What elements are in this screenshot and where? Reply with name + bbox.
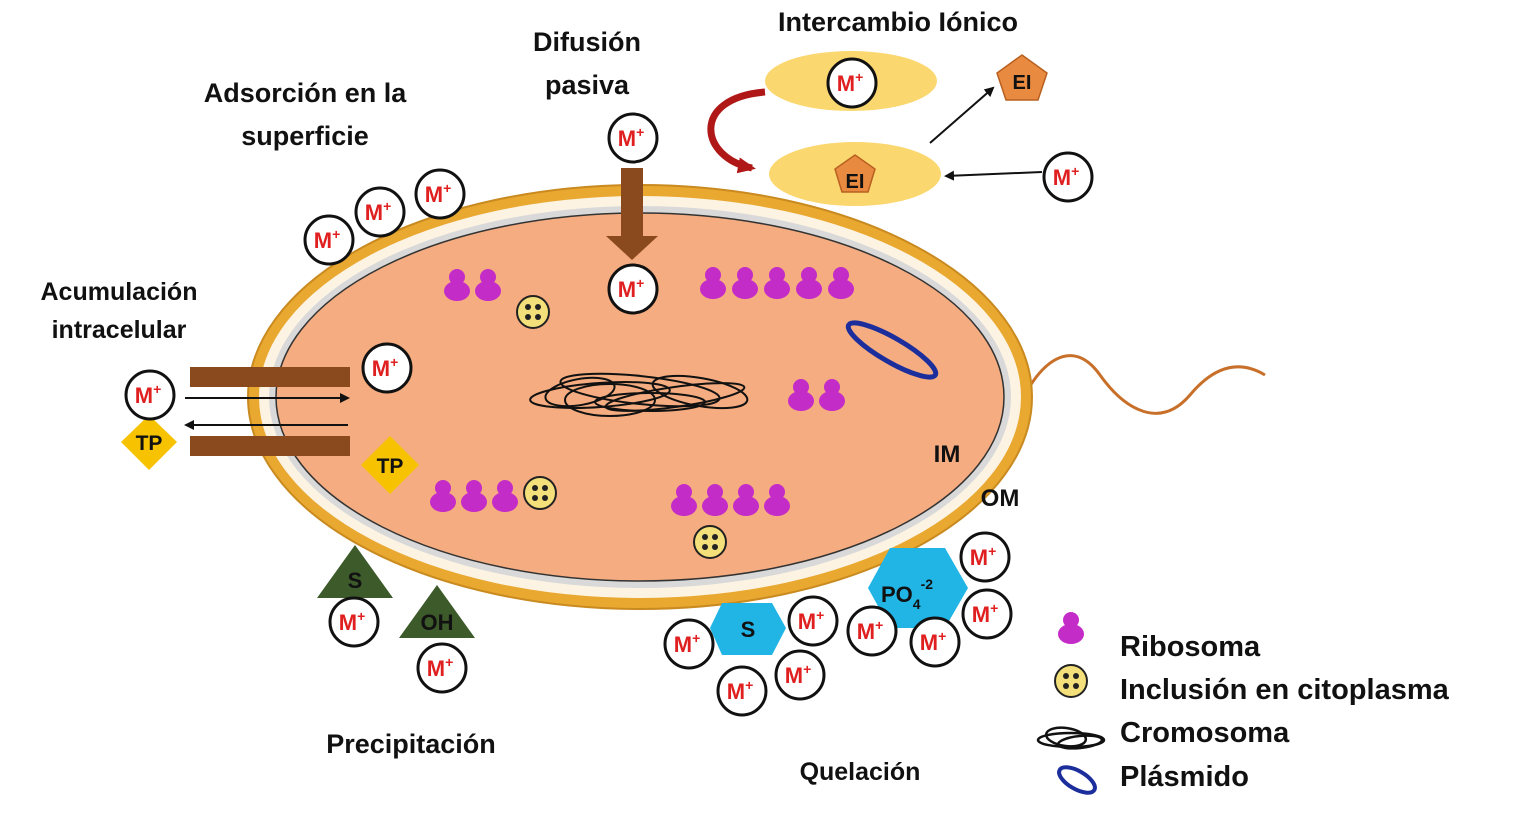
s-label: S [348,568,363,593]
legend-chromosome-label: Cromosoma [1120,717,1290,749]
quelacion-label: Quelación [800,758,921,786]
legend-inclusion-icon [1054,664,1088,698]
diffusion-arrow [606,168,658,260]
ei-label: EI [1013,72,1032,94]
metal-ion: M+ [414,168,466,220]
metal-ion-label: M+ [365,198,392,225]
metal-ion: M+ [361,342,413,394]
metal-ion: M+ [959,531,1011,583]
metal-ion: M+ [607,112,659,164]
metal-ion-label: M+ [970,543,997,570]
ei-label: EI [846,171,865,193]
hydroxide-precipitate: OH [399,585,475,638]
metal-ion: M+ [909,616,961,668]
uptake-arrow [944,170,1043,181]
difusion-label-line1: Difusión [533,27,641,57]
metal-ion: M+ [961,588,1013,640]
oh-label: OH [421,610,454,635]
ribosome-group-4 [430,480,518,512]
intercambio-label: Intercambio Iónico [778,7,1018,37]
metal-ion: M+ [328,596,380,648]
flagellum [1020,354,1266,415]
legend-ribosome-label: Ribosoma [1120,631,1261,663]
metal-ion: M+ [354,186,406,238]
legend: Ribosoma Inclusión en citoplasma Cromoso… [1036,612,1450,795]
channel-top [190,367,350,387]
plasmid [845,320,939,380]
metal-ion-label: M+ [372,354,399,381]
sulfide-chelator: S [710,603,786,655]
legend-inclusion-label: Inclusión en citoplasma [1120,674,1450,706]
metal-ion: M+ [846,605,898,657]
metal-ion-label: M+ [135,381,162,408]
transport-protein-outside: TP [121,415,177,470]
tp-label: TP [136,432,163,455]
metal-ion-label: M+ [339,608,366,635]
metal-ion: M+ [416,642,468,694]
metal-ion-label: M+ [857,617,884,644]
chromosome [529,372,749,417]
metal-ion: M+ [303,214,355,266]
ion-exchanger-bound: EI [834,154,876,193]
metal-ion-label: M+ [425,180,452,207]
metal-ion-label: M+ [972,600,999,627]
metal-ion-label: M+ [314,226,341,253]
release-arrow [929,86,995,144]
metal-ion: M+ [787,595,839,647]
phosphate-label: PO4-2 [881,576,933,612]
im-label: IM [934,441,961,468]
difusion-label-line2: pasiva [545,70,630,100]
legend-chromosome-icon [1036,726,1106,750]
metal-ion-label: M+ [837,69,864,96]
om-label: OM [981,485,1020,512]
inclusion-3 [693,525,727,559]
adsorcion-label-line2: superficie [241,121,369,151]
legend-ribosome-icon [1058,612,1084,644]
transport-protein-inside: TP [361,436,419,494]
metal-ion-label: M+ [674,630,701,657]
legend-plasmid-icon [1057,765,1097,795]
s-label: S [741,617,756,642]
channel-bottom [190,436,350,456]
metal-ion-label: M+ [727,677,754,704]
metal-ion-label: M+ [427,654,454,681]
metal-ion-label: M+ [920,628,947,655]
metal-ions: M+ M+ M+ M+ M+ M+ M+ M+ M+ M+ M+ M+ M+ M+ M+ M+ M+ M+ M+ [124,57,1094,717]
metal-ion: M+ [607,263,659,315]
precipitacion-label: Precipitación [326,729,496,759]
exchange-arrow [707,88,766,174]
metal-ion-label: M+ [785,661,812,688]
metal-ion: M+ [716,665,768,717]
adsorcion-label-line1: Adsorción en la [204,78,408,108]
acumulacion-label-line2: intracelular [52,316,187,344]
metal-ion-label: M+ [1053,163,1080,190]
metal-ion: M+ [124,369,176,421]
phosphate-chelator: PO4-2 [868,548,968,628]
metal-ion: M+ [774,649,826,701]
metal-ion: M+ [1042,151,1094,203]
ion-exchanger-released: EI [996,54,1048,101]
metal-ion-label: M+ [798,607,825,634]
tp-label: TP [377,455,404,478]
acumulacion-label-line1: Acumulación [41,278,198,306]
metal-ion: M+ [826,57,878,109]
inclusion-1 [516,295,550,329]
metal-ion-label: M+ [618,275,645,302]
legend-plasmid-label: Plásmido [1120,761,1249,793]
sulfide-precipitate: S [317,545,393,598]
inclusion-2 [523,476,557,510]
metal-ion-label: M+ [618,124,645,151]
metal-ion: M+ [663,618,715,670]
